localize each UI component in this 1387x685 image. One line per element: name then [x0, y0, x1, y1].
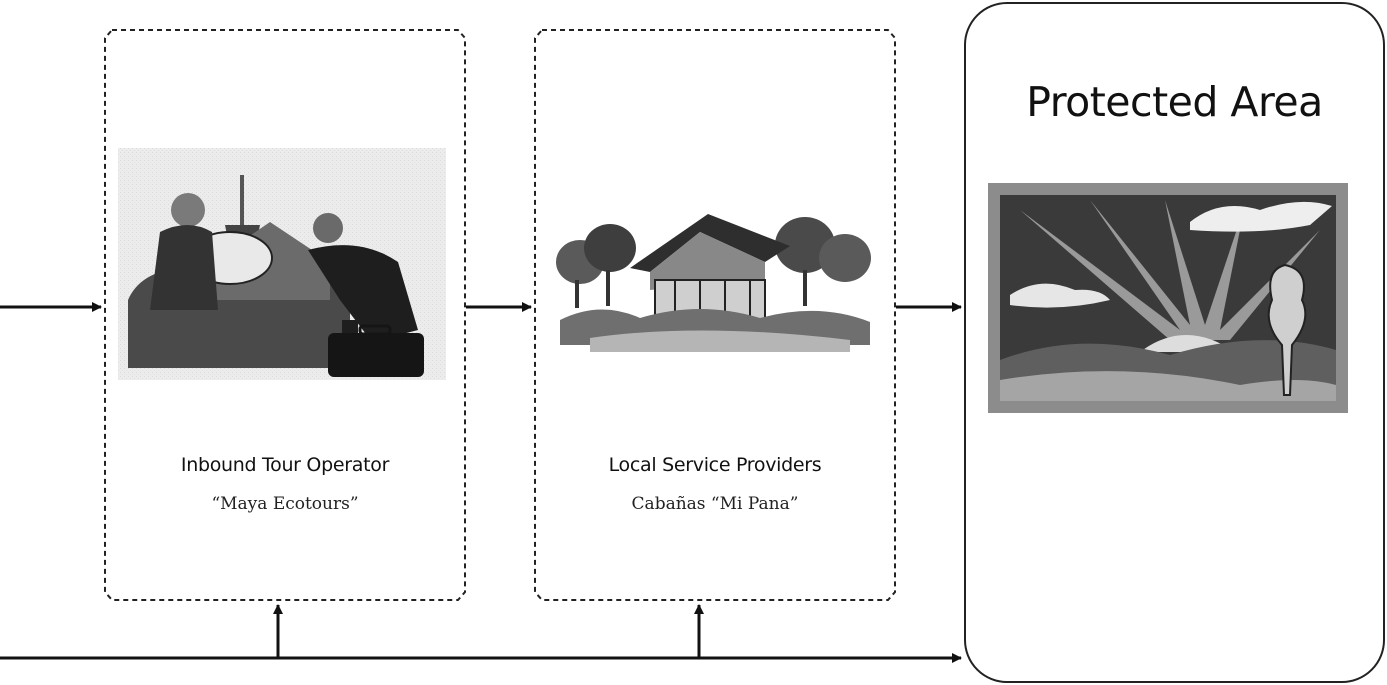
- travel-agent-clipart-icon: [118, 148, 446, 380]
- protected-area-box: [964, 2, 1385, 683]
- service-providers-title: Local Service Providers: [608, 454, 822, 476]
- tour-operator-box: [104, 29, 466, 601]
- protected-area-title: Protected Area: [1026, 78, 1323, 126]
- sunrise-landscape-clipart-icon: [988, 183, 1348, 413]
- tour-operator-title: Inbound Tour Operator: [180, 454, 390, 476]
- lodge-clipart-icon: [556, 214, 871, 352]
- tour-operator-subtitle: “Maya Ecotours”: [211, 494, 359, 514]
- service-providers-box: [534, 29, 896, 601]
- service-providers-subtitle: Cabañas “Mi Pana”: [631, 494, 799, 514]
